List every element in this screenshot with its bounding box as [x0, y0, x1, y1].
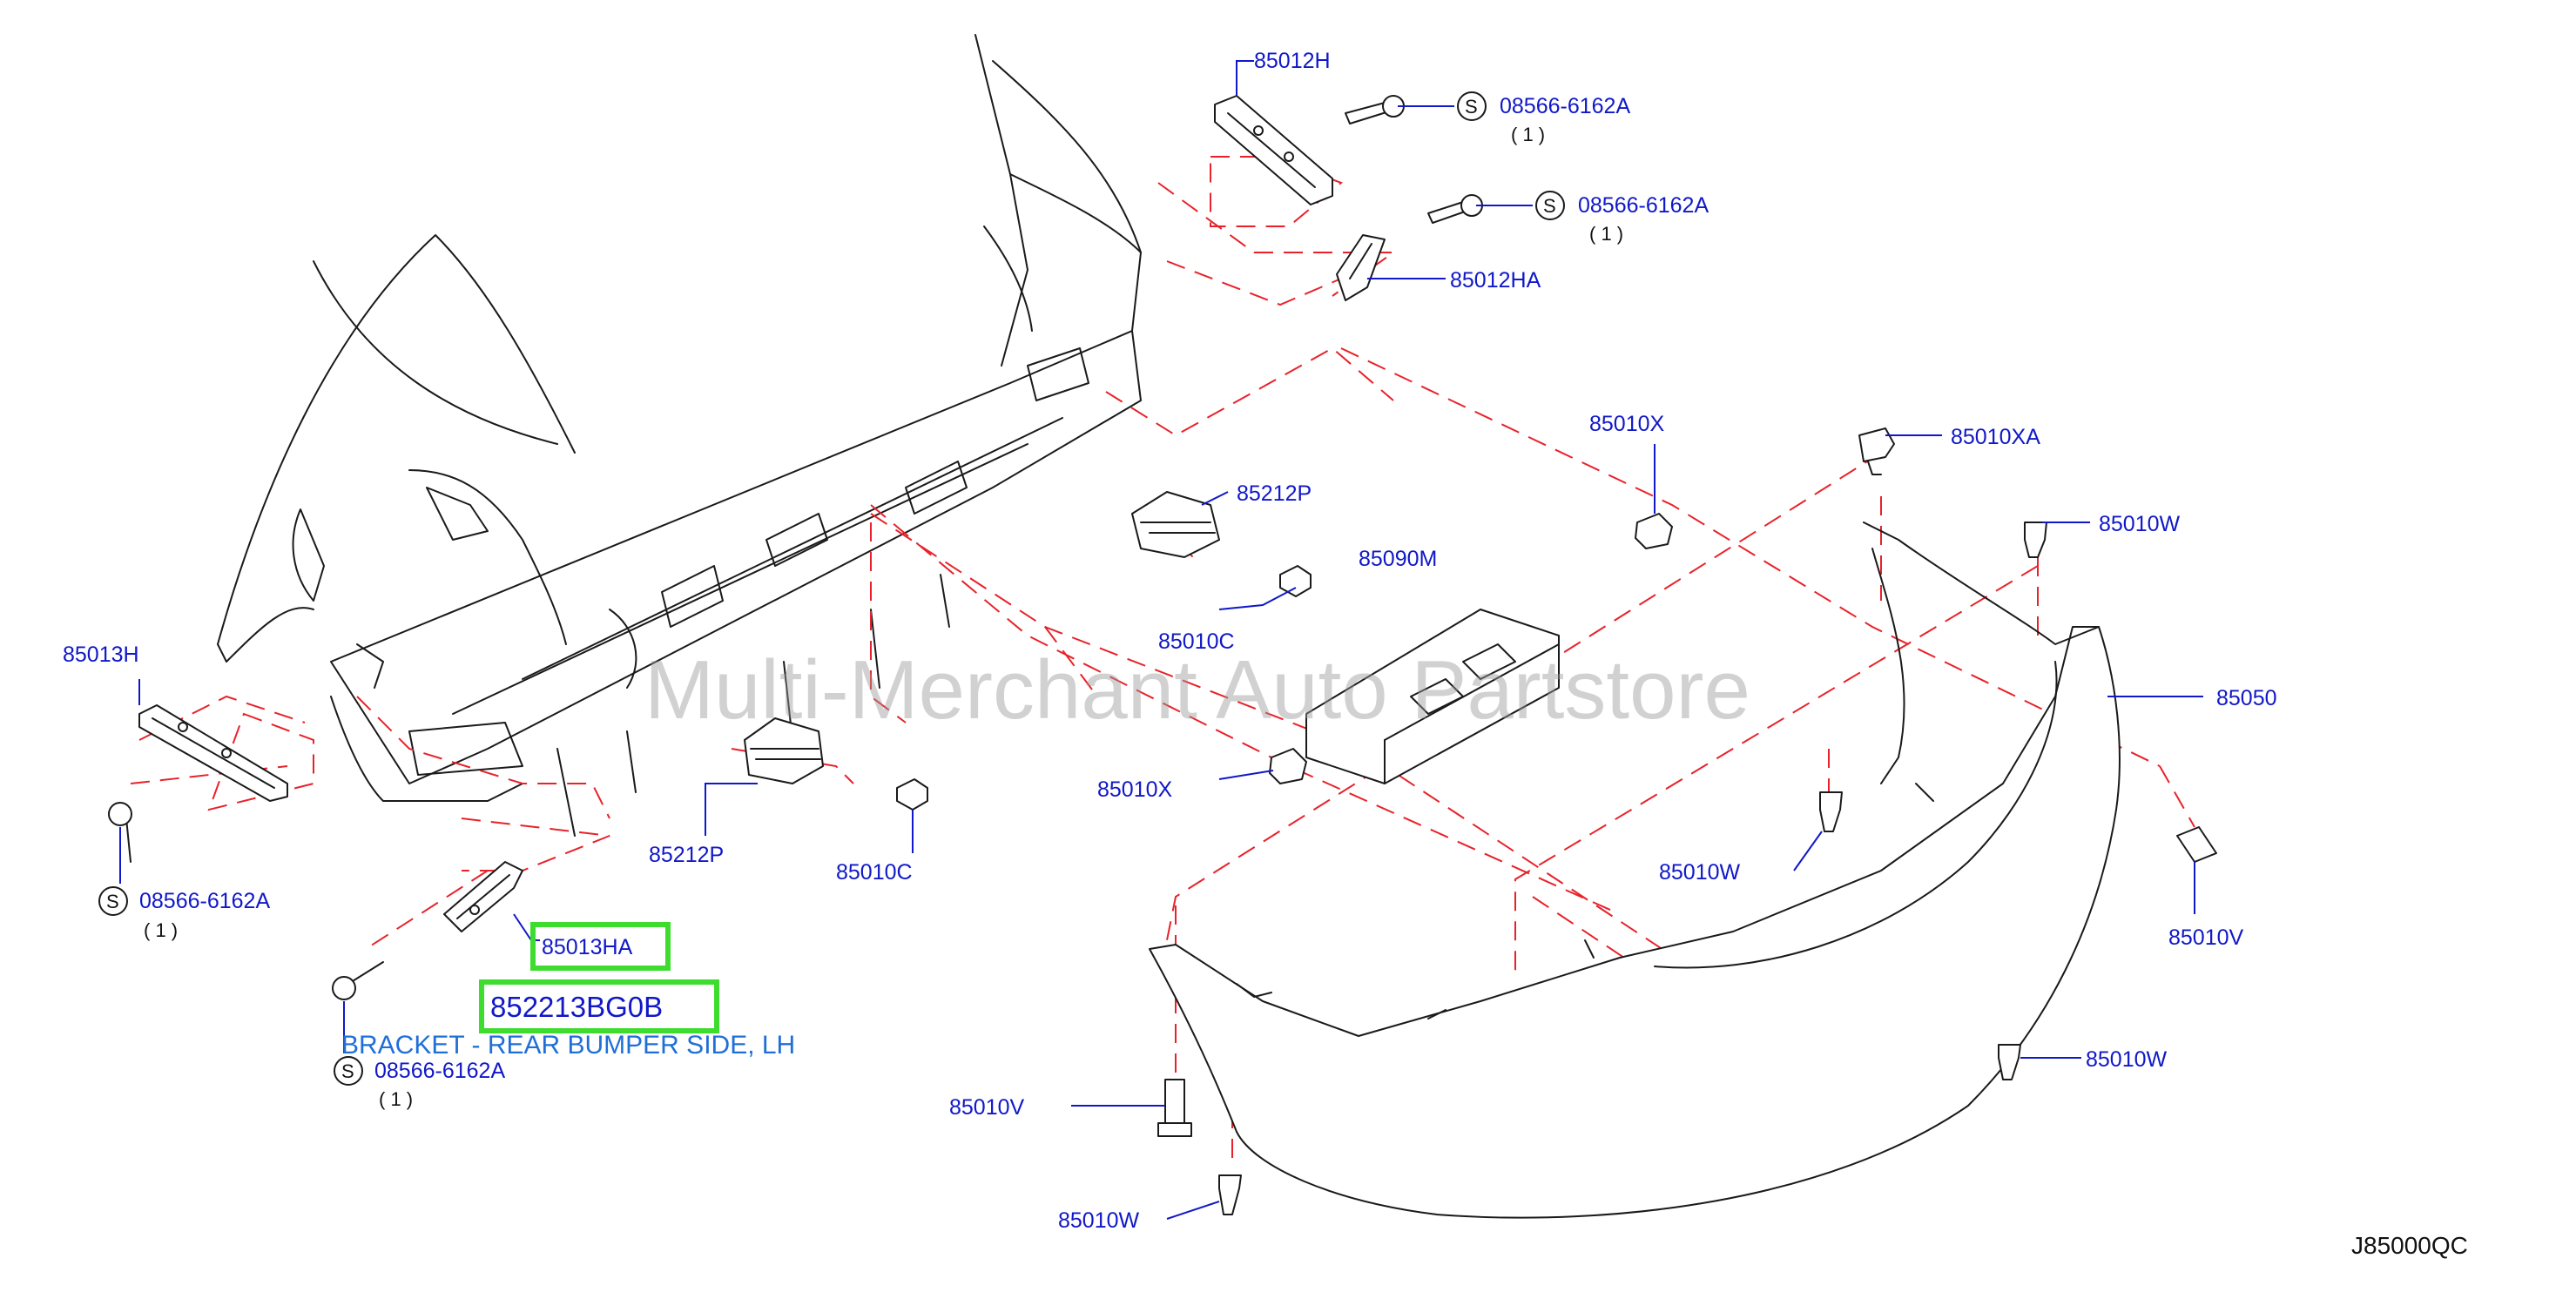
label-85010v-right[interactable]: 85010V [2168, 925, 2244, 950]
svg-text:S: S [1543, 195, 1556, 217]
label-85012ha[interactable]: 85012HA [1450, 268, 1541, 293]
bracket-85012ha [1336, 234, 1386, 301]
leader-lines [119, 60, 2203, 1220]
label-85050[interactable]: 85050 [2216, 686, 2277, 710]
label-85013h[interactable]: 85013H [63, 643, 139, 667]
screw-code: 08566-6162A [139, 889, 270, 913]
screw-callout-3[interactable]: S 08566-6162A ( 1 ) [98, 886, 270, 941]
svg-text:S: S [106, 891, 119, 912]
bracket-85013ha-852213bg0b [443, 861, 523, 932]
screw-qty: ( 1 ) [1511, 124, 1545, 145]
label-85212p-lower[interactable]: 85212P [649, 843, 724, 867]
bracket-85012h [1214, 95, 1333, 205]
s-symbol [1457, 91, 1487, 121]
highlight-box-85013ha [530, 922, 671, 971]
label-85013ha[interactable]: 85013HA [542, 935, 633, 959]
screw-code: 08566-6162A [374, 1059, 505, 1083]
label-85010x-upper[interactable]: 85010X [1589, 412, 1665, 436]
energy-absorber-85090m [1305, 609, 1560, 784]
fasteners [108, 95, 2217, 1215]
screw-callout-4[interactable]: S 08566-6162A ( 1 ) [334, 1056, 505, 1110]
screw-callout-1[interactable]: S 08566-6162A ( 1 ) [1457, 91, 1630, 145]
highlight-description: BRACKET - REAR BUMPER SIDE, LH [341, 1031, 795, 1060]
svg-text:S: S [1465, 96, 1478, 118]
label-85090m[interactable]: 85090M [1359, 547, 1437, 571]
screw-code: 08566-6162A [1578, 193, 1709, 218]
screw-qty: ( 1 ) [379, 1088, 413, 1110]
label-85010x-lower[interactable]: 85010X [1097, 777, 1173, 802]
label-85010w-bottom[interactable]: 85010W [1058, 1208, 1140, 1233]
svg-text:S: S [341, 1060, 354, 1082]
diagram-code: J85000QC [2351, 1232, 2468, 1259]
s-symbol [334, 1056, 363, 1086]
s-symbol [98, 886, 128, 916]
screw-callout-2[interactable]: S 08566-6162A ( 1 ) [1535, 191, 1709, 245]
rear-bumper-fascia [1149, 522, 2121, 1219]
bracket-85013h [138, 704, 288, 802]
label-85010c-upper[interactable]: 85010C [1158, 629, 1235, 654]
label-85010w-middle[interactable]: 85010W [1659, 860, 1741, 885]
retainer-85212p-lower [744, 717, 824, 784]
label-85010xa[interactable]: 85010XA [1951, 425, 2040, 449]
screw-code: 08566-6162A [1500, 94, 1630, 118]
label-85212p-upper[interactable]: 85212P [1237, 481, 1312, 506]
screw-qty: ( 1 ) [144, 919, 178, 941]
label-85010c-lower[interactable]: 85010C [836, 860, 913, 885]
label-85010w-lower-right[interactable]: 85010W [2086, 1047, 2168, 1072]
highlight-box-part-number [479, 979, 719, 1033]
label-85010v-left[interactable]: 85010V [949, 1095, 1025, 1120]
label-85010w-right[interactable]: 85010W [2099, 512, 2181, 536]
label-85012h[interactable]: 85012H [1254, 49, 1331, 73]
rear-body-structure [217, 34, 1142, 837]
screw-qty: ( 1 ) [1589, 223, 1623, 245]
retainer-85212p-upper [1131, 491, 1220, 558]
s-symbol [1535, 191, 1565, 220]
watermark: Multi-Merchant Auto Partstore [644, 643, 1750, 737]
highlight-part-number[interactable]: 852213BG0B [490, 991, 663, 1023]
